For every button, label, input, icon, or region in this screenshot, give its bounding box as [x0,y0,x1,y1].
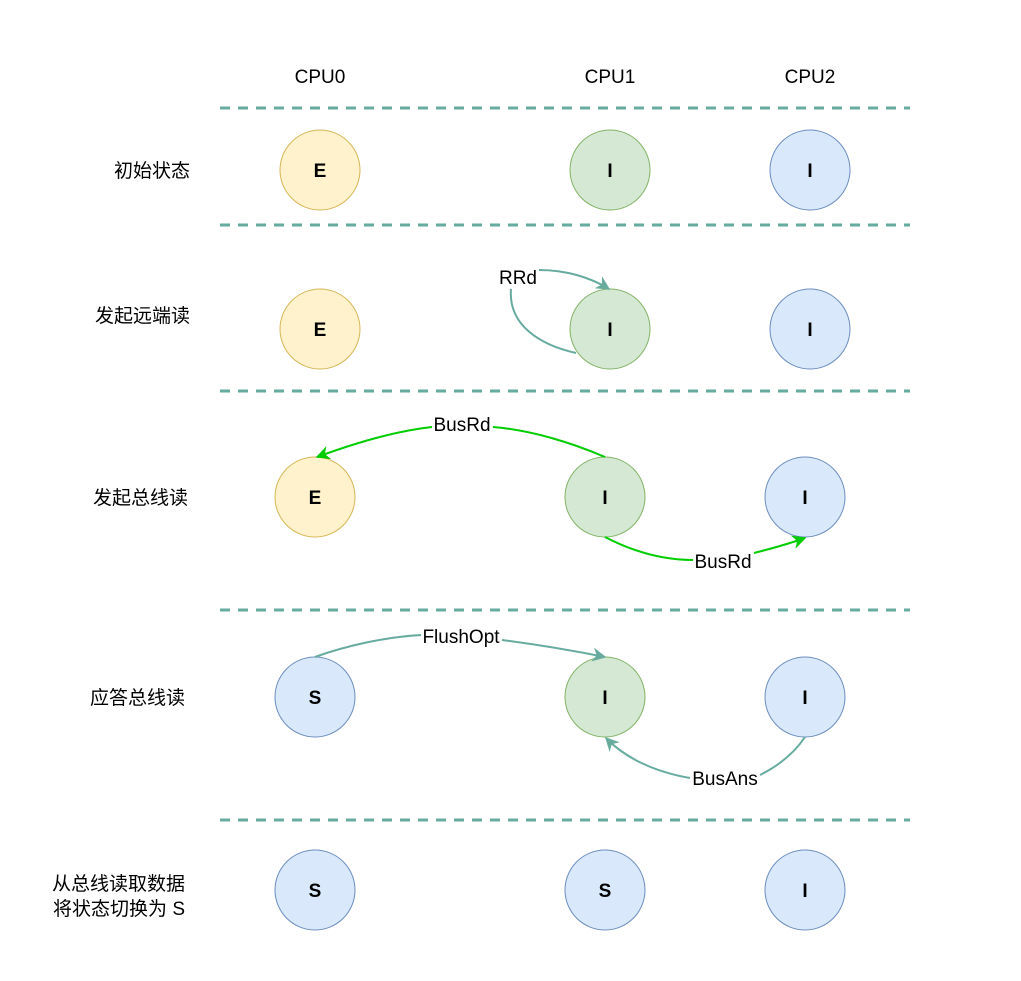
edge-busrd-to-cpu2 [753,535,807,554]
row-label-read-data-line2: 将状态切换为 S [53,898,185,920]
state-node-cpu1 [569,129,651,211]
state-label: I [607,320,612,341]
row-label-initial: 初始状态 [114,160,190,182]
state-label: I [602,488,607,509]
column-header-cpu2: CPU2 [785,67,836,88]
state-label: E [314,320,327,341]
edge-label-busrd-cpu2: BusRd [694,552,751,573]
state-label: I [807,161,812,182]
edge-busrd-to-cpu0 [315,426,433,460]
edge-label-rrd: RRd [499,268,537,289]
edge-rrd-self-loop [509,288,577,354]
row-label-bus-answer: 应答总线读 [90,687,185,709]
edge-busrd-to-cpu0-seg [492,426,606,458]
state-node-cpu2 [769,288,851,370]
state-node-cpu1 [564,849,646,931]
edge-busans-to-cpu1 [605,736,691,779]
state-label: S [599,881,612,902]
state-label: I [807,320,812,341]
state-node-cpu0 [279,129,361,211]
edge-rrd-self-loop-arrow [538,269,611,290]
row-label-remote-read: 发起远端读 [95,305,190,327]
row-read-data: S S I [274,849,846,931]
column-header-cpu1: CPU1 [585,67,636,88]
edge-flushopt-to-cpu1 [501,639,607,662]
row-label-bus-read: 发起总线读 [93,487,188,509]
state-label: I [802,881,807,902]
state-node-cpu2 [769,129,851,211]
state-node-cpu0 [274,849,356,931]
row-bus-answer: S I I FlushOpt BusAns [274,627,846,790]
state-node-cpu2 [764,849,846,931]
state-label: S [309,881,322,902]
state-label: I [602,688,607,709]
state-node-cpu0 [274,456,356,538]
state-label: I [802,488,807,509]
edge-flushopt-seg [314,634,422,658]
state-label: E [309,488,322,509]
state-label: E [314,161,327,182]
row-label-read-data-line1: 从总线读取数据 [52,873,185,895]
edge-label-busrd-cpu0: BusRd [433,415,490,436]
dividers [220,106,910,822]
row-initial: E I I [279,129,851,211]
edge-busans-seg [759,736,806,776]
edge-busrd-to-cpu2-seg [604,536,694,561]
row-remote-read: E I I RRd [279,268,851,370]
edge-label-busans: BusAns [692,769,757,790]
state-label: S [309,688,322,709]
state-node-cpu0 [279,288,361,370]
row-bus-read: E I I BusRd BusRd [274,415,846,573]
edge-label-flushopt: FlushOpt [422,627,500,648]
state-label: I [802,688,807,709]
state-label: I [607,161,612,182]
column-header-cpu0: CPU0 [295,67,346,88]
